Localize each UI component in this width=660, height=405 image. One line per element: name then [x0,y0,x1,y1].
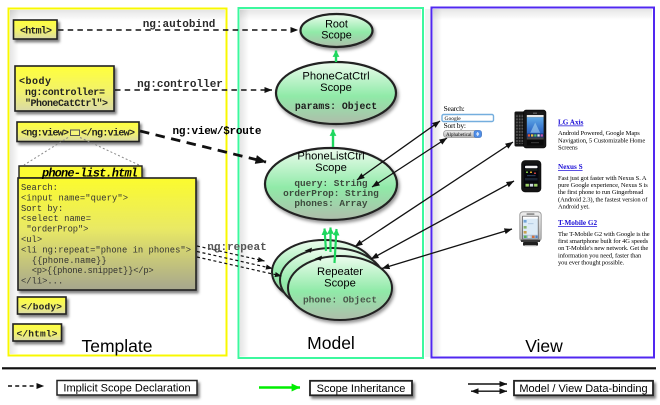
svg-text:</html>: </html> [17,329,58,340]
svg-text:Scope: Scope [324,278,356,290]
svg-text:first smartphone built for 4G: first smartphone built for 4G speeds [558,238,649,245]
svg-text:ng:autobind: ng:autobind [143,19,216,31]
svg-text:{{phone.name}}: {{phone.name}} [32,256,107,266]
svg-text:(Android 2.3), the fastest ver: (Android 2.3), the fastest version of [558,196,648,203]
svg-text:Navigation, 5 Customizable Hom: Navigation, 5 Customizable Home [558,137,645,144]
svg-text:Search:: Search: [444,104,465,113]
svg-text:phones: Array: phones: Array [294,198,368,209]
svg-text:ng:repeat: ng:repeat [207,242,266,254]
svg-text:pure Google experience, Nexus: pure Google experience, Nexus S is [558,182,648,189]
svg-text:View: View [525,336,563,356]
svg-text:Sort by:: Sort by: [21,204,63,214]
svg-text:<select name=: <select name= [21,214,91,224]
svg-text:<ng:view>: <ng:view> [21,128,69,140]
svg-text:Google: Google [445,116,462,122]
svg-text:Fast just got faster with Nexu: Fast just got faster with Nexus S. A [558,175,647,182]
svg-text:<input name="query">: <input name="query"> [21,193,128,203]
svg-text:ng:controller=: ng:controller= [25,87,105,99]
svg-text:Model: Model [307,333,355,353]
svg-text:Root: Root [325,19,348,31]
svg-text:Template: Template [81,336,152,356]
svg-text:Scope: Scope [321,30,352,42]
svg-text:T-Mobile G2: T-Mobile G2 [558,219,597,227]
svg-text:Scope: Scope [320,82,352,94]
svg-text:Android yet.: Android yet. [558,204,590,211]
svg-text:"orderProp">: "orderProp"> [26,225,88,235]
svg-text:Implicit Scope Declaration: Implicit Scope Declaration [63,383,190,395]
svg-text:Repeater: Repeater [317,266,363,278]
svg-text:<html>: <html> [20,26,52,38]
svg-text:</ng:view>: </ng:view> [81,128,135,140]
svg-text:Nexus S: Nexus S [558,163,583,171]
svg-text:phone: Object: phone: Object [303,295,377,306]
svg-text:Scope: Scope [315,162,347,174]
svg-text:<ul>: <ul> [21,235,42,245]
svg-text:<p>{{phone.snippet}}</p>: <p>{{phone.snippet}}</p> [32,266,154,276]
svg-text:</li>...: </li>... [21,277,63,287]
svg-text:Alphabetical: Alphabetical [446,133,472,138]
svg-text:</body>: </body> [21,302,62,313]
svg-text:LG Axis: LG Axis [558,119,584,127]
svg-text:orderProp: String: orderProp: String [283,188,379,199]
svg-text:phone-list.html: phone-list.html [41,167,138,181]
svg-text:ng:view/$route: ng:view/$route [173,126,262,138]
svg-text:PhoneListCtrl: PhoneListCtrl [297,151,364,163]
svg-text:"PhoneCatCtrl">: "PhoneCatCtrl"> [25,98,108,110]
svg-text:the first phone to run Gingerb: the first phone to run Gingerbread [558,189,644,196]
svg-text:PhoneCatCtrl: PhoneCatCtrl [302,71,369,83]
svg-text:Screens: Screens [558,145,578,152]
svg-text:params: Object: params: Object [295,101,377,112]
svg-text:Android Powered, Google Maps: Android Powered, Google Maps [558,130,640,137]
svg-text:Scope Inheritance: Scope Inheritance [317,383,406,395]
svg-text:Search:: Search: [21,183,58,193]
svg-text:query: String: query: String [294,178,368,189]
svg-text:ng:controller: ng:controller [137,79,223,91]
svg-text:Sort by:: Sort by: [444,121,466,130]
svg-text:<body: <body [19,76,51,88]
svg-text:you ever thought possible.: you ever thought possible. [558,260,624,267]
svg-text:Model / View Data-binding: Model / View Data-binding [519,383,647,395]
svg-text:information you need, faster t: information you need, faster than [558,252,642,259]
svg-text:The T-Mobile G2 with Google is: The T-Mobile G2 with Google is the [558,231,650,238]
svg-text:<li ng:repeat="phone in phones: <li ng:repeat="phone in phones"> [21,245,191,255]
svg-text:on T-Mobile's new network. Get: on T-Mobile's new network. Get the [558,245,648,252]
